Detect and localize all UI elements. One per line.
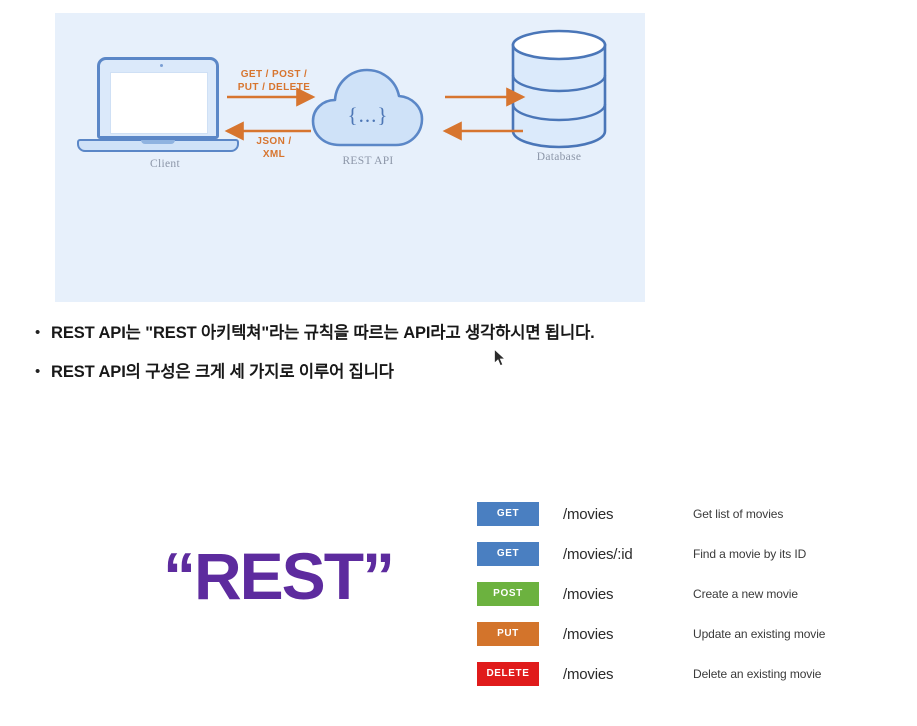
arrow-label-api-to-client: JSON / XML	[241, 135, 307, 161]
bullet-marker-icon: •	[35, 363, 41, 380]
mouse-cursor-icon	[494, 349, 506, 367]
bullet-text: REST API의 구성은 크게 세 가지로 이루어 집니다	[51, 363, 394, 381]
endpoint-description: Find a movie by its ID	[693, 547, 807, 561]
database-cylinder-icon	[511, 29, 607, 149]
table-row: GET /movies Get list of movies	[477, 494, 897, 534]
rest-architecture-diagram: Client {...} REST API Database	[55, 13, 645, 302]
table-row: GET /movies/:id Find a movie by its ID	[477, 534, 897, 574]
endpoint-description: Delete an existing movie	[693, 667, 822, 681]
endpoint-description: Get list of movies	[693, 507, 784, 521]
endpoint-path: /movies/:id	[563, 545, 633, 563]
endpoint-path: /movies	[563, 665, 614, 683]
rest-api-caption: REST API	[342, 155, 394, 167]
client-caption: Client	[150, 158, 180, 170]
list-item: • REST API의 구성은 크게 세 가지로 이루어 집니다	[33, 361, 823, 383]
laptop-screen-icon	[110, 72, 208, 134]
cloud-icon	[311, 68, 424, 147]
arrow-label-client-to-api: GET / POST / PUT / DELETE	[229, 68, 319, 94]
database-caption: Database	[536, 151, 582, 163]
laptop-trackpad-notch-icon	[141, 140, 175, 144]
diagram-node-client: Client	[75, 51, 255, 181]
bullet-text: REST API는 "REST 아키텍쳐"라는 규칙을 따르는 API라고 생각…	[51, 324, 595, 342]
bullet-marker-icon: •	[35, 324, 41, 341]
arrow-label-line-2: XML	[262, 149, 286, 160]
http-method-badge-delete[interactable]: DELETE	[477, 662, 539, 686]
json-braces-glyph: {...}	[347, 103, 389, 127]
table-row: PUT /movies Update an existing movie	[477, 614, 897, 654]
endpoint-path: /movies	[563, 505, 614, 523]
table-row: POST /movies Create a new movie	[477, 574, 897, 614]
arrow-label-line-2: PUT / DELETE	[237, 82, 311, 93]
endpoint-path: /movies	[563, 585, 614, 603]
rest-endpoints-table: GET /movies Get list of movies GET /movi…	[477, 494, 897, 694]
laptop-lid-icon	[97, 57, 219, 139]
http-method-badge-get[interactable]: GET	[477, 502, 539, 526]
laptop-camera-icon	[160, 64, 163, 67]
diagram-node-database: Database	[505, 27, 635, 177]
http-method-badge-get[interactable]: GET	[477, 542, 539, 566]
arrow-label-line-1: JSON /	[256, 136, 292, 147]
endpoint-description: Create a new movie	[693, 587, 798, 601]
http-method-badge-post[interactable]: POST	[477, 582, 539, 606]
table-row: DELETE /movies Delete an existing movie	[477, 654, 897, 694]
arrow-label-line-1: GET / POST /	[240, 69, 308, 80]
diagram-arrows	[224, 87, 526, 141]
bullet-list: • REST API는 "REST 아키텍쳐"라는 규칙을 따르는 API라고 …	[33, 322, 823, 400]
list-item: • REST API는 "REST 아키텍쳐"라는 규칙을 따르는 API라고 …	[33, 322, 823, 344]
diagram-node-rest-api: {...} REST API	[310, 59, 432, 179]
endpoint-path: /movies	[563, 625, 614, 643]
endpoint-description: Update an existing movie	[693, 627, 826, 641]
http-method-badge-put[interactable]: PUT	[477, 622, 539, 646]
rest-wordmark: “REST”	[162, 539, 395, 613]
